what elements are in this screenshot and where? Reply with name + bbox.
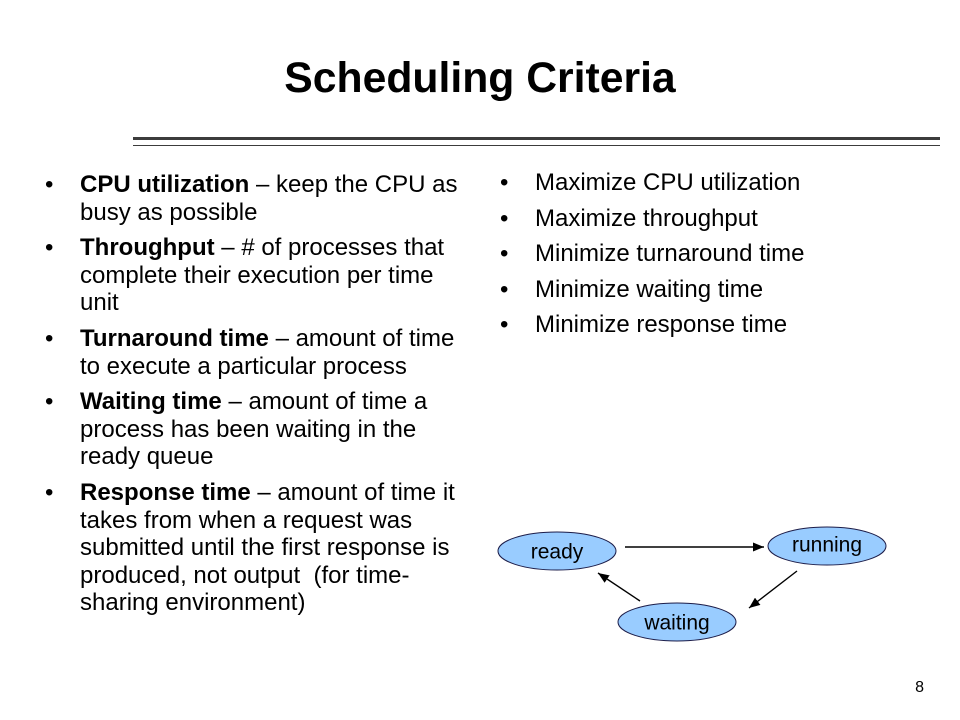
criteria-description: – amount of time a process has been wait… [80, 388, 434, 471]
goal-item: • Minimize response time [500, 311, 935, 339]
bullet-glyph: • [500, 240, 509, 268]
criteria-description: – amount of time it takes from when a re… [80, 478, 462, 617]
criteria-term: Throughput [80, 234, 215, 262]
arrow-waiting-to-ready [597, 572, 641, 602]
bullet-glyph: • [45, 171, 54, 198]
transition-arrows [597, 542, 798, 609]
bullet-glyph: • [45, 388, 54, 416]
bullet-glyph: • [45, 234, 54, 262]
criteria-item-response-time: • Response time – amount of time it takes… [45, 478, 468, 617]
goal-item: • Minimize turnaround time [500, 240, 935, 268]
criteria-term: Response time [80, 478, 251, 506]
criteria-term: CPU utilization [80, 171, 250, 198]
optimization-goals-list: • Maximize CPU utilization • Maximize thro… [500, 169, 935, 339]
bullet-glyph: • [500, 311, 509, 339]
title-rule-top [133, 137, 940, 140]
title-rule-bottom [133, 145, 940, 146]
goal-text: Maximize CPU utilization [535, 169, 801, 196]
process-state-diagram: ready running waiting [497, 526, 887, 642]
goal-text: Minimize waiting time [535, 275, 764, 303]
criteria-description: – # of processes that complete their exe… [80, 234, 451, 317]
state-ready-label: ready [531, 541, 584, 564]
bullet-glyph: • [45, 324, 54, 352]
goal-item: • Maximize CPU utilization [500, 169, 935, 197]
state-ready: ready [497, 531, 617, 571]
bullet-glyph: • [45, 478, 54, 506]
goal-item: • Minimize waiting time [500, 275, 935, 304]
criteria-item-cpu-utilization: • CPU utilization – keep the CPU as busy … [45, 171, 468, 226]
state-ready-node [497, 531, 617, 571]
state-running-node [767, 526, 887, 566]
criteria-description: – amount of time to execute a particular… [80, 324, 461, 380]
arrow-running-to-waiting [748, 570, 798, 609]
bullet-glyph: • [500, 275, 509, 303]
state-running: running [767, 526, 887, 566]
criteria-term: Waiting time [80, 388, 222, 416]
criteria-item-waiting-time: • Waiting time – amount of time a process… [45, 388, 468, 471]
bullet-glyph: • [500, 169, 509, 196]
state-waiting-label: waiting [643, 612, 709, 635]
state-waiting-node [617, 602, 737, 642]
state-waiting: waiting [617, 602, 737, 642]
criteria-description: – keep the CPU as busy as possible [80, 171, 465, 226]
goal-item: • Maximize throughput [500, 204, 935, 233]
goal-text: Maximize throughput [535, 204, 758, 232]
page-number: 8 [915, 679, 924, 696]
criteria-definitions-list: • CPU utilization – keep the CPU as busy … [45, 171, 468, 617]
goal-text: Minimize turnaround time [535, 240, 805, 268]
criteria-item-turnaround-time: • Turnaround time – amount of time to exe… [45, 324, 468, 380]
goal-text: Minimize response time [535, 311, 788, 339]
state-running-label: running [792, 534, 862, 557]
criteria-term: Turnaround time [80, 324, 269, 352]
slide-title: Scheduling Criteria [284, 54, 676, 102]
criteria-item-throughput: • Throughput – # of processes that comple… [45, 234, 468, 317]
bullet-glyph: • [500, 204, 509, 232]
